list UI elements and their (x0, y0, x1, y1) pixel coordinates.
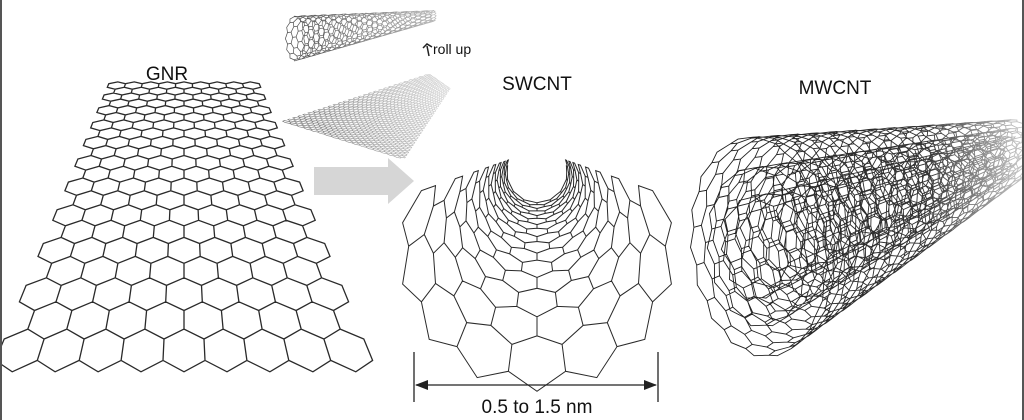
rolled-tube-illustration (285, 10, 437, 62)
transform-arrow (314, 158, 414, 204)
roll-up-arrow-icon (422, 43, 433, 57)
swcnt-label: SWCNT (502, 74, 572, 95)
graphene-sheet-illustration (281, 73, 451, 159)
roll-up-label: roll up (433, 41, 471, 57)
mwcnt-label: MWCNT (799, 78, 872, 99)
graphene-nanoribbon-lattice (2, 81, 374, 373)
gnr-label: GNR (146, 64, 188, 85)
mwcnt-lattice (690, 119, 1022, 357)
diameter-dimension (413, 352, 659, 402)
swcnt-lattice (402, 159, 672, 392)
diameter-label: 0.5 to 1.5 nm (482, 397, 593, 418)
